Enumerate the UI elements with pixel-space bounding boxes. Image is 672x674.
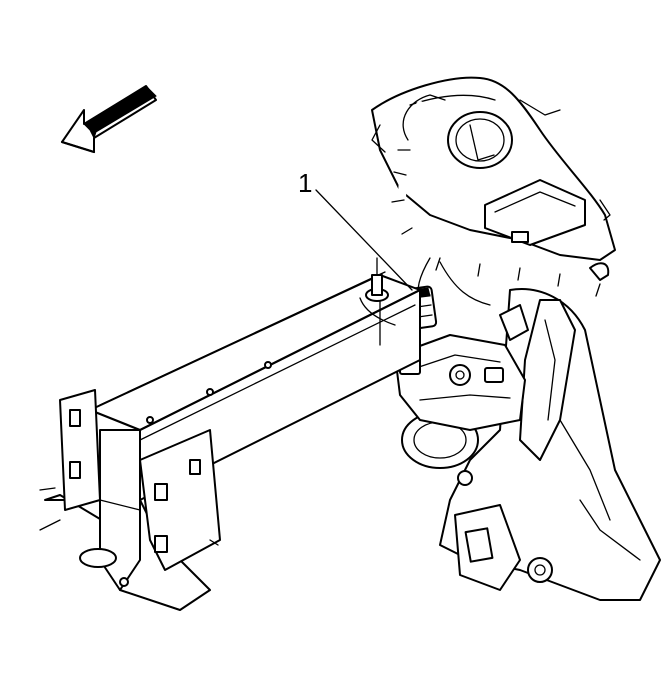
engine-compartment-structure: [371, 76, 616, 261]
front-direction-arrow-icon: [60, 85, 157, 154]
callout-leader-line: [315, 189, 413, 291]
callout-number: 1: [298, 168, 312, 198]
lower-right-bracket: [439, 288, 661, 601]
actuator-assembly: [394, 304, 529, 486]
callout-1: 1: [298, 168, 413, 291]
front-mount-bracket: [39, 389, 221, 611]
wiring-harness: [391, 94, 634, 306]
ground-stud: [359, 257, 396, 326]
